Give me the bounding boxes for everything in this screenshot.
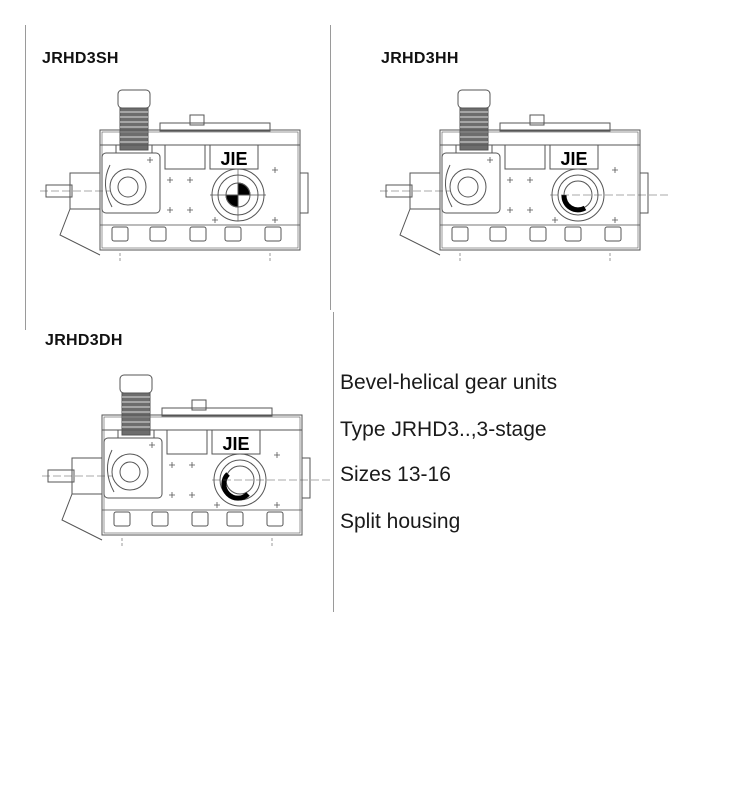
gear-unit-drawing-hh: JIE (380, 85, 670, 270)
divider-center-bottom (333, 312, 334, 612)
divider-left (25, 25, 26, 330)
gear-unit-drawing-dh: JIE (42, 370, 332, 555)
model-label-jrhd3hh: JRHD3HH (381, 50, 459, 67)
divider-center-top (330, 25, 331, 310)
spec-type: Type JRHD3..,3-stage (340, 418, 547, 441)
model-label-jrhd3sh: JRHD3SH (42, 50, 119, 67)
svg-text:JIE: JIE (220, 149, 247, 169)
model-label-jrhd3dh: JRHD3DH (45, 332, 123, 349)
spec-housing: Split housing (340, 510, 461, 533)
spec-title: Bevel-helical gear units (340, 371, 558, 394)
svg-text:JIE: JIE (222, 434, 249, 454)
gear-unit-drawing-sh: JIE (40, 85, 330, 270)
svg-text:JIE: JIE (560, 149, 587, 169)
spec-sizes: Sizes 13-16 (340, 463, 451, 486)
